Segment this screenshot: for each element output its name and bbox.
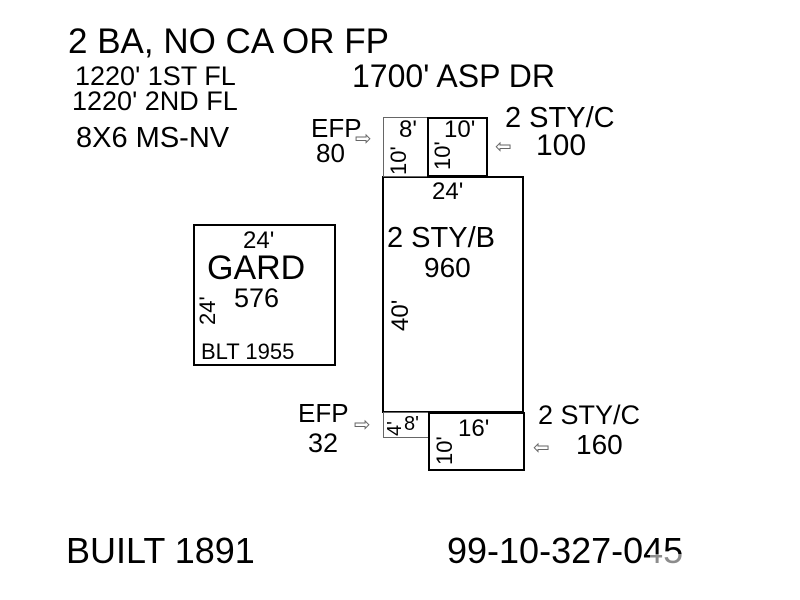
- top-addition-depth-dim: 10': [430, 141, 455, 170]
- arrow-left-icon: ⇦: [495, 134, 512, 158]
- main-house-depth-dim: 40': [387, 299, 414, 331]
- arrow-right-icon: ⇨: [355, 126, 372, 150]
- garage-name: GARD: [207, 249, 306, 287]
- parcel-number: 99-10-327-045: [447, 530, 684, 571]
- main-house-label: 2 STY/B: [387, 222, 495, 254]
- first-floor-label: 1220' 1ST FL: [75, 61, 236, 91]
- garage-width-dim: 24': [243, 227, 275, 254]
- top-addition-label: 2 STY/C: [505, 102, 615, 134]
- bottom-porch-label: EFP: [298, 398, 349, 428]
- arrow-left-icon: ⇦: [533, 435, 550, 459]
- bottom-porch-area: 32: [308, 428, 339, 458]
- second-floor-label: 1220' 2ND FL: [72, 86, 238, 116]
- basement-label: 8X6 MS-NV: [76, 122, 230, 154]
- garage-depth-dim: 24': [195, 296, 220, 325]
- top-addition-width-dim: 10': [444, 116, 476, 143]
- built-year: BUILT 1891: [66, 530, 255, 571]
- baths-ca-fp-label: 2 BA, NO CA OR FP: [68, 22, 389, 61]
- top-addition-area: 100: [536, 129, 587, 162]
- top-porch-width-dim: 8': [399, 116, 417, 143]
- main-house-outline: [382, 176, 524, 413]
- arrow-right-icon: ⇨: [354, 412, 371, 436]
- bottom-porch-width-dim: 8': [404, 413, 419, 435]
- bottom-addition-area: 160: [576, 429, 623, 460]
- bottom-addition-label: 2 STY/C: [538, 400, 641, 430]
- top-porch-depth-dim: 10': [386, 146, 411, 175]
- top-porch-label: EFP: [311, 113, 362, 143]
- watermark-overlay: [650, 554, 730, 572]
- driveway-label: 1700' ASP DR: [352, 58, 555, 94]
- main-house-width-dim: 24': [432, 178, 464, 205]
- garage-outline: [193, 224, 336, 366]
- garage-area: 576: [234, 283, 280, 313]
- top-porch-area: 80: [316, 138, 345, 168]
- top-addition-outline: [427, 117, 488, 177]
- garage-built-year: BLT 1955: [201, 339, 295, 364]
- main-house-area: 960: [424, 252, 471, 283]
- bottom-addition-width-dim: 16': [458, 415, 490, 442]
- bottom-addition-depth-dim: 10': [432, 436, 457, 465]
- bottom-porch-depth-dim: 4': [384, 421, 406, 436]
- bottom-addition-outline: [428, 412, 525, 471]
